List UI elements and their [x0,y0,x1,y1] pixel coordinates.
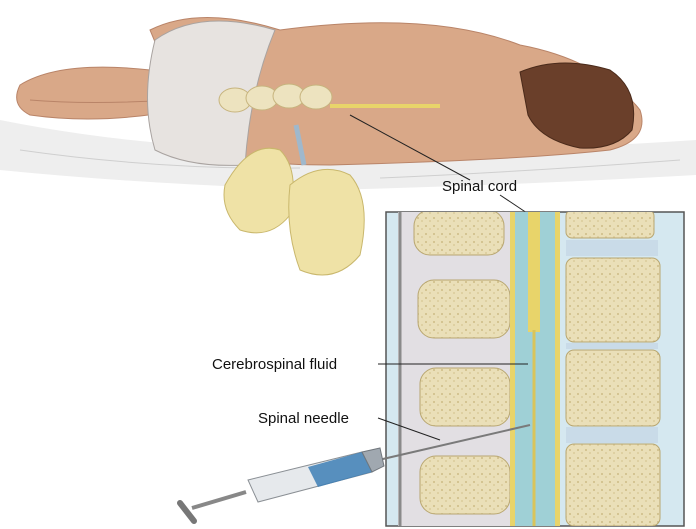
vertebral-bodies [565,212,661,526]
patient-figure [16,17,643,166]
hair [519,62,635,149]
spinal-cord-strand [528,212,540,332]
spinal-cord-leader [349,114,471,181]
spinal-needle-label: Spinal needle [258,410,349,427]
spinal-cord-label: Spinal cord [442,178,518,195]
posterior-vertebrae [413,212,511,515]
needle-leader [377,417,441,441]
lumbar-vertebrae [218,83,440,113]
spine-cross-section-inset [385,211,685,527]
gloved-hands [223,147,365,276]
cerebrospinal-fluid-label: Cerebrospinal fluid [212,356,338,373]
spinal-needle [369,424,531,463]
syringe [177,424,531,524]
